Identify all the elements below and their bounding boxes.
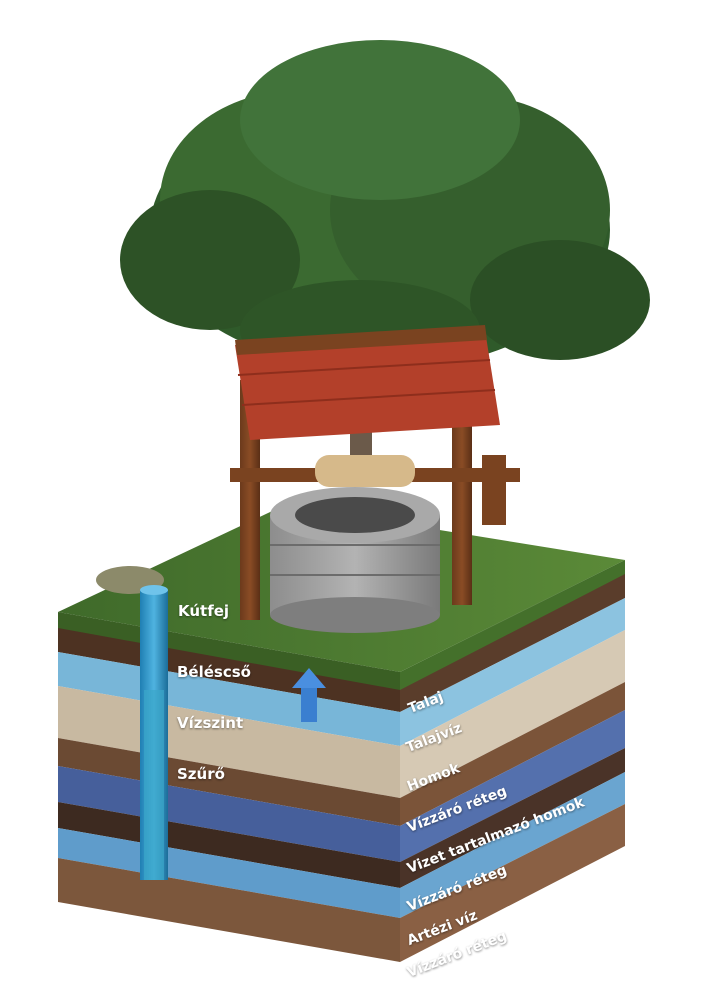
well-pipe: [140, 585, 168, 880]
label-casing: Béléscső: [177, 663, 251, 681]
label-water-level: Vízszint: [177, 714, 244, 732]
roof: [235, 330, 500, 440]
well-roof-frame: [230, 325, 520, 620]
label-filter: Szűrő: [177, 765, 225, 783]
stone-well: [270, 487, 440, 633]
tree: [120, 40, 650, 470]
strata-side-face: [400, 568, 625, 962]
filter-section: [144, 690, 164, 880]
water-level-arrow: [292, 668, 326, 722]
label-wellhead: Kútfej: [178, 602, 230, 620]
